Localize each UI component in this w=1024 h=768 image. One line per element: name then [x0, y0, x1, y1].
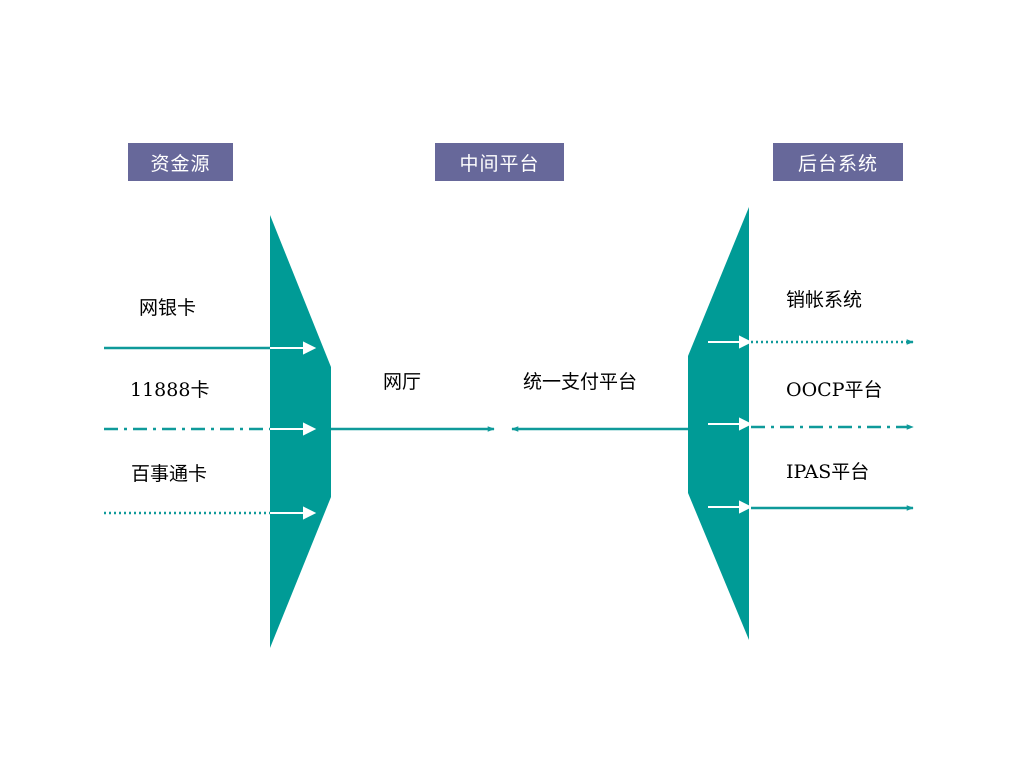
left-funnel-arrows [270, 341, 317, 520]
header-middle: 中间平台 [435, 143, 564, 181]
backend-label-ipas: IPAS平台 [786, 461, 870, 483]
backend-label-oocp: OOCP平台 [786, 379, 883, 401]
payment-platform-label: 统一支付平台 [523, 371, 638, 393]
left-funnel [270, 215, 331, 648]
source-label-11888: 11888卡 [130, 379, 210, 401]
source-label-wangyin: 网银卡 [139, 297, 197, 319]
backend-label-xiaozhang: 销帐系统 [786, 289, 863, 311]
header-backend: 后台系统 [773, 143, 903, 181]
source-label-baishitong: 百事通卡 [131, 463, 208, 485]
hall-label: 网厅 [383, 371, 422, 393]
right-funnel-arrows [708, 335, 753, 514]
header-source: 资金源 [128, 143, 233, 181]
